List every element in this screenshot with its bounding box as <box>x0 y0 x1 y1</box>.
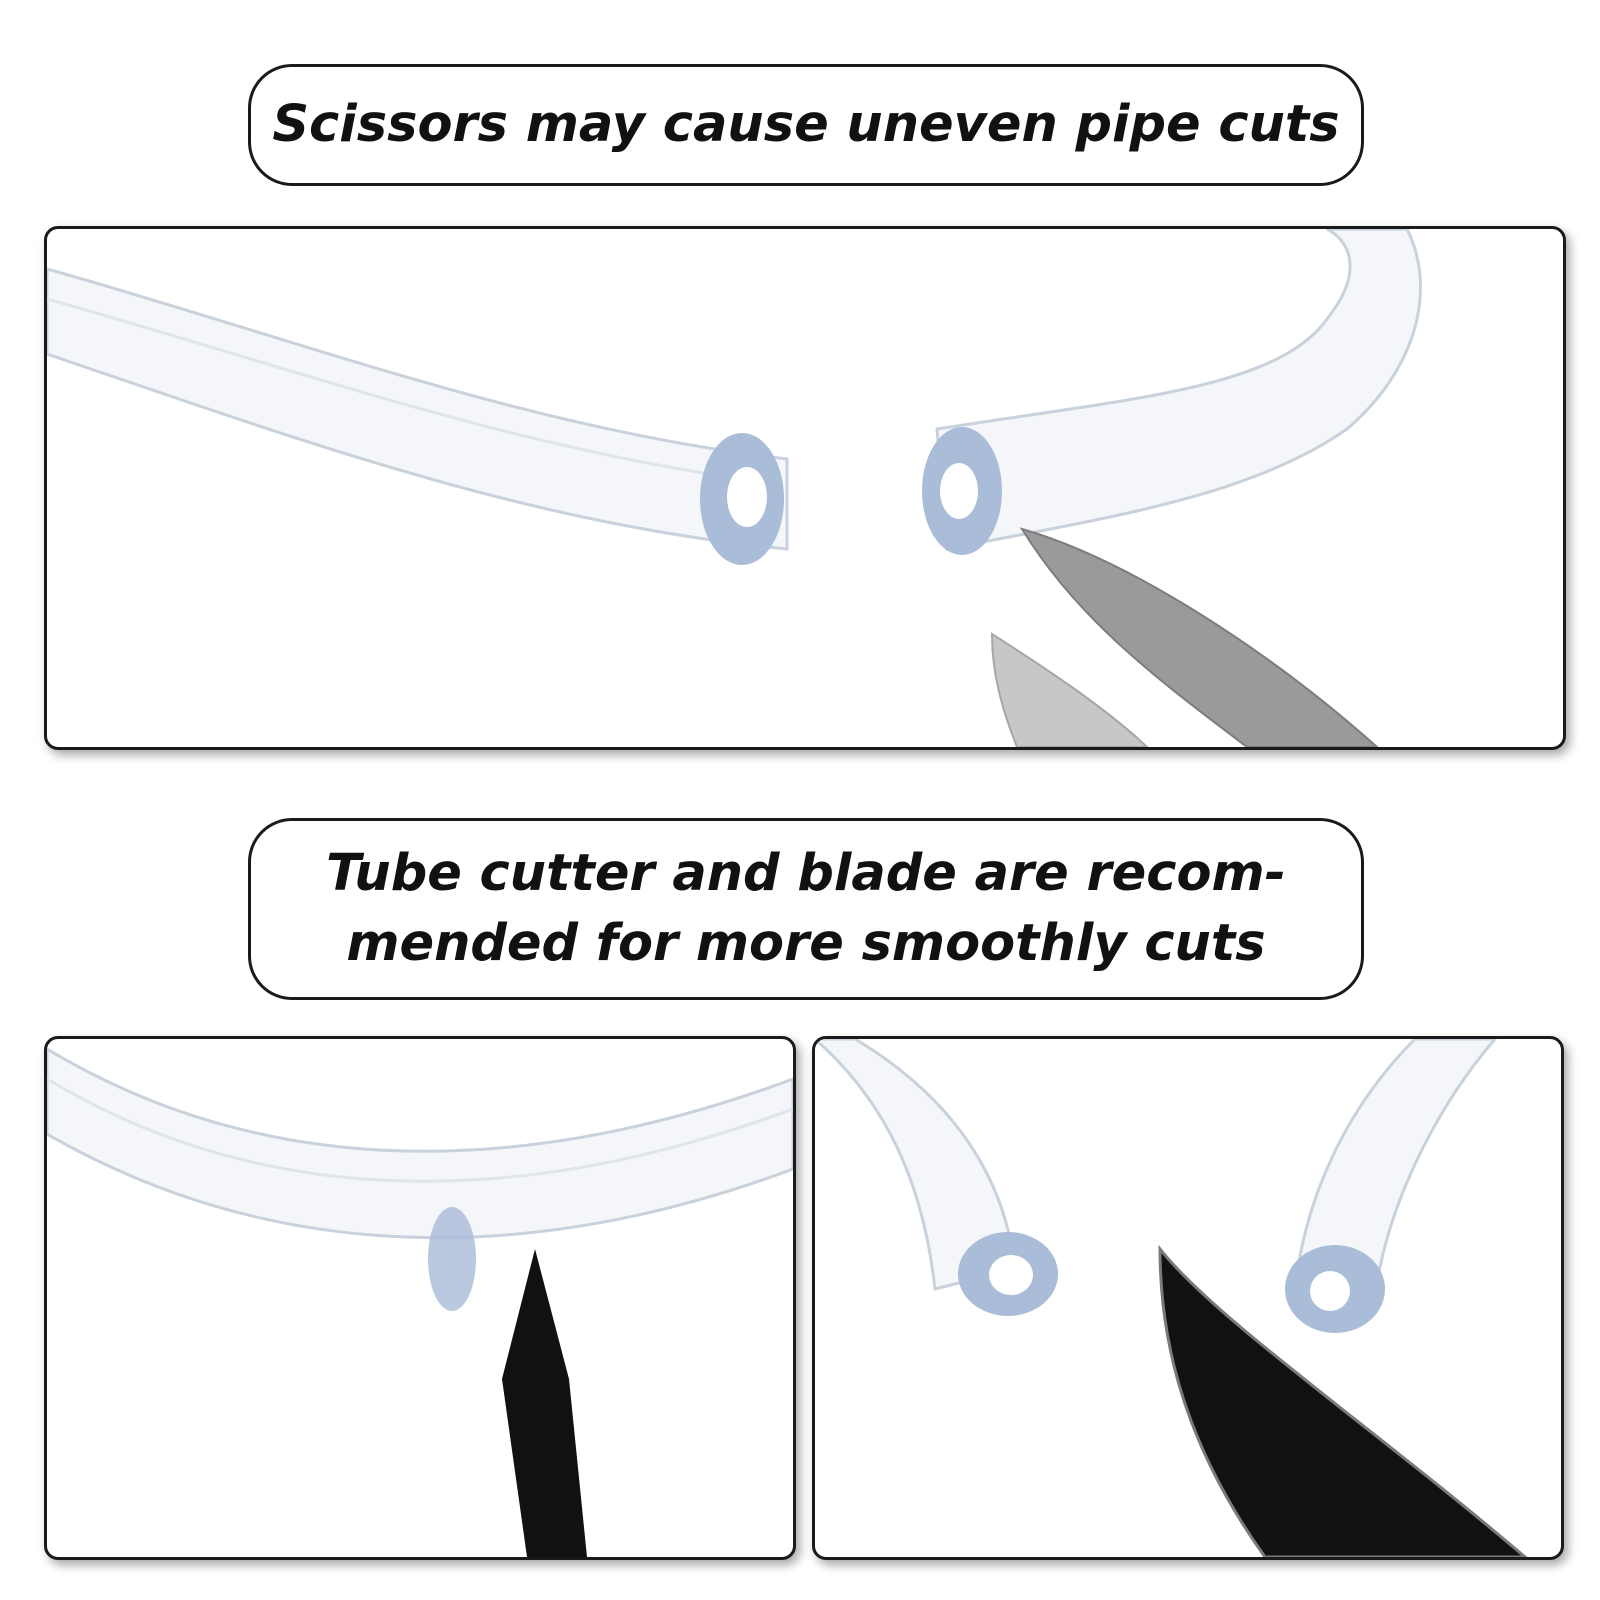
tube-bore-right <box>940 463 978 519</box>
tube-left <box>815 1039 1017 1291</box>
tube-bore-left <box>727 467 767 527</box>
tube-segment-right <box>935 229 1422 551</box>
cutter-cut-photo <box>812 1036 1564 1560</box>
recommendation-caption: Tube cutter and blade are recom- mended … <box>248 818 1364 1000</box>
scissors-warning-text: Scissors may cause uneven pipe cuts <box>272 94 1340 154</box>
scissors-cut-illustration <box>47 229 1422 747</box>
recommendation-line-1: Tube cutter and blade are recom- <box>326 843 1286 903</box>
blade-cut-photo <box>44 1036 796 1560</box>
scissors-blade-lower <box>990 632 1149 747</box>
tube-cut-slit <box>428 1207 476 1311</box>
scissors-cut-photo <box>44 226 1566 750</box>
recommendation-line-2: mended for more smoothly cuts <box>346 914 1266 973</box>
tube-highlight <box>47 1077 793 1183</box>
tube-bore-right <box>1310 1271 1350 1311</box>
tube-highlight-left <box>47 297 783 486</box>
scissors-blade-upper <box>1019 527 1379 747</box>
cutter-cut-illustration <box>815 1039 1528 1557</box>
black-blade <box>502 1249 587 1557</box>
tube-bore-left <box>989 1255 1033 1295</box>
cutter-blade <box>1158 1244 1528 1557</box>
tube-curved <box>47 1047 793 1240</box>
scissors-warning-caption: Scissors may cause uneven pipe cuts <box>248 64 1364 186</box>
blade-cut-illustration <box>47 1047 793 1557</box>
